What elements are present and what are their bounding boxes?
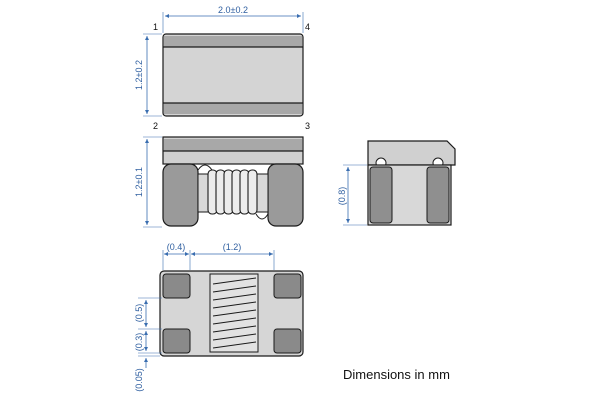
top-length-label: 2.0±0.2 bbox=[218, 5, 248, 15]
bottom-view-winding bbox=[212, 277, 257, 349]
end-width-label: (0.8) bbox=[337, 187, 347, 206]
top-length-dimension bbox=[162, 12, 304, 33]
bottom-horizontal-dimensions bbox=[162, 250, 275, 270]
end-view-top-plate bbox=[367, 140, 456, 166]
side-view-left-terminal bbox=[162, 163, 199, 227]
pin-label-1: 1 bbox=[153, 22, 158, 32]
bottom-pad-top-right bbox=[273, 273, 302, 299]
top-view bbox=[162, 33, 304, 117]
top-height-dimension bbox=[143, 33, 162, 117]
bottom-pad-bottom-right bbox=[273, 328, 302, 354]
side-view-right-terminal bbox=[267, 163, 304, 227]
side-view bbox=[162, 136, 304, 227]
bottom-margin-label: (0.05) bbox=[134, 368, 144, 392]
pin-label-2: 2 bbox=[153, 121, 158, 131]
end-view-left-terminal bbox=[369, 166, 393, 224]
top-view-body bbox=[162, 33, 304, 117]
bottom-view bbox=[159, 270, 304, 357]
pin-label-3: 3 bbox=[305, 121, 310, 131]
top-height-label: 1.2±0.2 bbox=[134, 60, 144, 90]
bottom-pad-top-left bbox=[162, 273, 191, 299]
bottom-pad-bottom-left bbox=[162, 328, 191, 354]
units-caption: Dimensions in mm bbox=[343, 367, 450, 382]
bottom-pad-label: (0.4) bbox=[167, 242, 186, 252]
bottom-pad-height-label: (0.5) bbox=[134, 304, 144, 323]
end-width-dimension bbox=[343, 164, 367, 226]
bottom-gap-height-label: (0.3) bbox=[134, 333, 144, 352]
end-view-right-terminal bbox=[426, 166, 450, 224]
side-height-dimension bbox=[143, 136, 162, 228]
pin-label-4: 4 bbox=[305, 22, 310, 32]
bottom-vertical-dimensions bbox=[138, 297, 162, 368]
bottom-gap-label: (1.2) bbox=[223, 242, 242, 252]
top-view-upper-band bbox=[164, 36, 302, 47]
side-view-winding bbox=[207, 169, 258, 215]
end-view bbox=[367, 140, 456, 226]
side-height-label: 1.2±0.1 bbox=[134, 167, 144, 197]
top-view-lower-band bbox=[164, 103, 302, 114]
